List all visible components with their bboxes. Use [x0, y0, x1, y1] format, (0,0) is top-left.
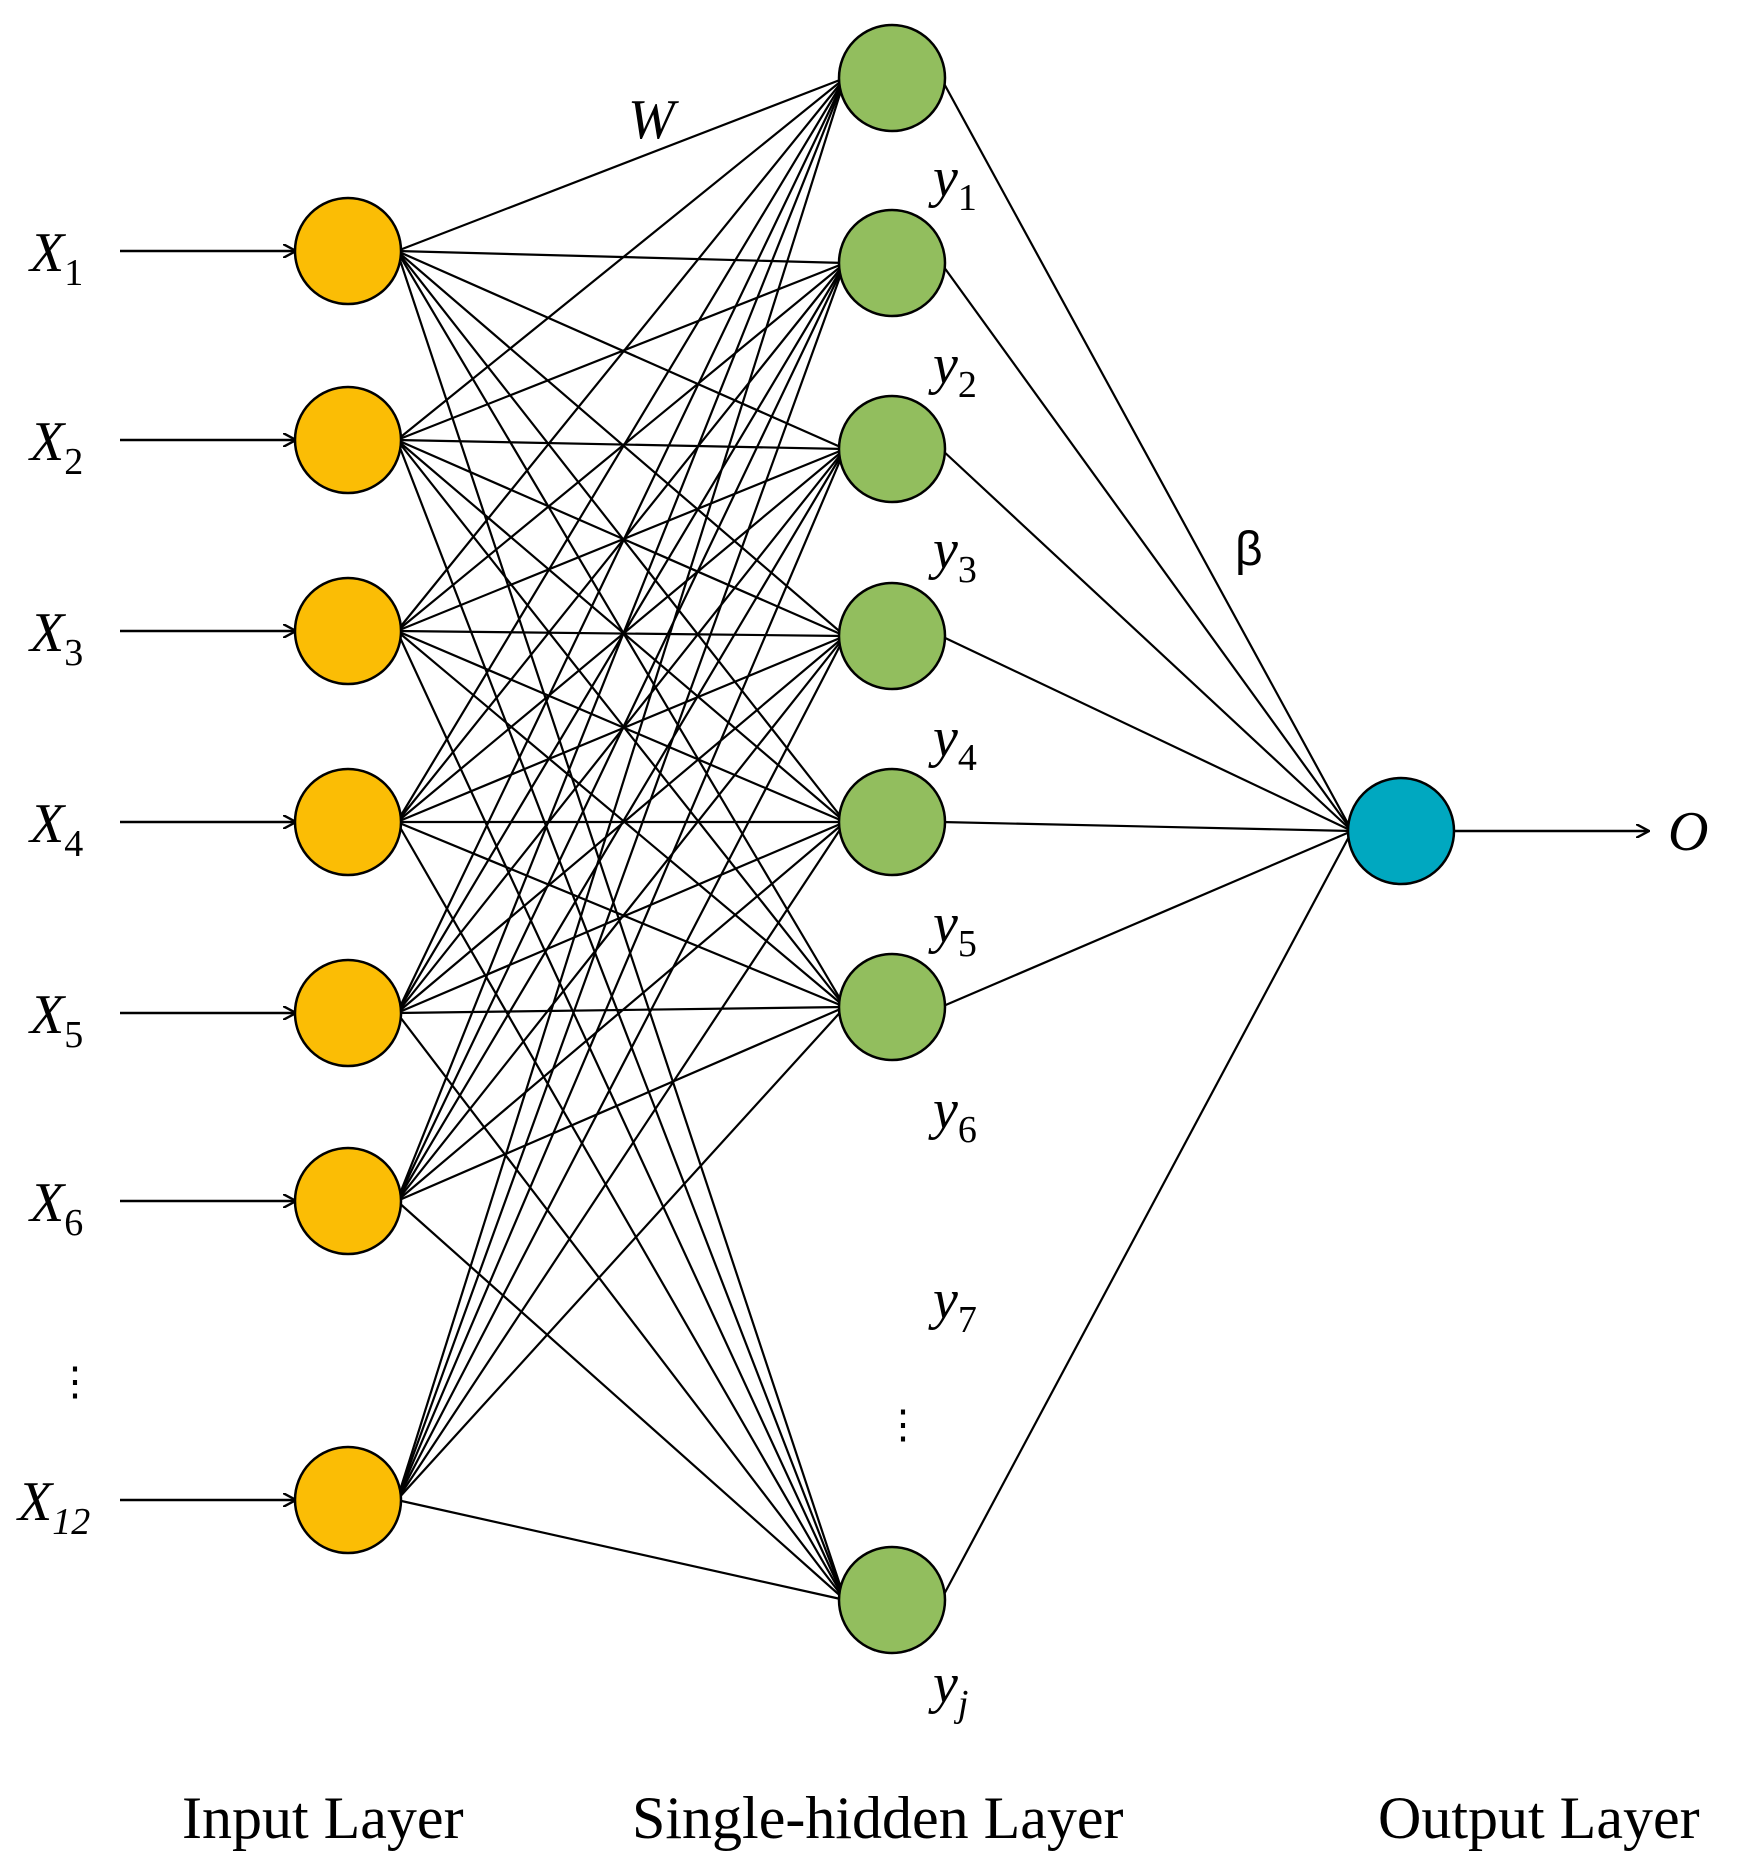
edge-input-3-hidden-4: [396, 629, 846, 638]
edge-hidden-1-output: [940, 77, 1353, 832]
edge-input-6-hidden-2: [396, 262, 846, 1202]
input-node-4: [293, 767, 403, 877]
edge-input-7-hidden-6: [396, 1006, 846, 1501]
input-node-7: [293, 1445, 403, 1555]
edge-hidden-6-output: [940, 829, 1353, 1009]
edge-input-4-hidden-1: [396, 77, 846, 823]
output-label: O: [1668, 801, 1708, 863]
edge-input-1-hidden-6: [396, 250, 846, 1008]
edge-hidden-4-output: [940, 635, 1353, 832]
edge-input-7-hidden-1: [395, 77, 847, 1501]
edge-input-2-hidden-6: [396, 439, 846, 1008]
hidden-layer-label: Single-hidden Layer: [632, 1785, 1124, 1851]
hidden-label-3: y3: [928, 519, 977, 591]
hidden-node-8: [837, 1545, 947, 1655]
edge-input-2-hidden-4: [396, 438, 846, 638]
input-label-2: X2: [28, 411, 83, 483]
output-layer-label: Output Layer: [1378, 1785, 1700, 1851]
input-label-5: X5: [28, 984, 83, 1056]
edge-input-7-hidden-2: [395, 262, 847, 1501]
hidden-node-3: [837, 394, 947, 504]
edge-input-7-hidden-5: [396, 821, 846, 1501]
connection-lines: [395, 76, 1353, 1602]
edge-input-2-hidden-8: [395, 439, 847, 1601]
input-node-2: [293, 385, 403, 495]
hidden-node-1: [837, 23, 947, 133]
edge-input-1-hidden-1: [396, 76, 846, 253]
edge-input-3-hidden-6: [396, 630, 846, 1008]
edge-input-3-hidden-1: [396, 77, 846, 632]
edge-input-1-hidden-3: [396, 249, 846, 451]
input-label-1: X1: [28, 222, 83, 294]
edge-input-6-hidden-5: [396, 821, 846, 1202]
edge-input-3-hidden-3: [396, 447, 846, 633]
edge-input-2-hidden-5: [396, 439, 846, 823]
input-label-6: X6: [28, 1172, 83, 1244]
edge-input-4-hidden-3: [396, 448, 846, 823]
edge-hidden-2-output: [940, 262, 1353, 832]
hidden-label-4: y4: [928, 707, 977, 779]
edge-input-6-hidden-6: [396, 1005, 846, 1203]
edge-input-7-hidden-4: [396, 635, 846, 1501]
edge-input-6-hidden-8: [396, 1200, 846, 1601]
input-label-3: X3: [28, 602, 83, 674]
weight-beta-label: β: [1235, 523, 1263, 576]
edge-input-1-hidden-2: [396, 249, 846, 265]
edge-input-4-hidden-2: [396, 262, 846, 823]
weight-w-label: W: [628, 89, 679, 151]
edge-input-3-hidden-2: [396, 262, 846, 632]
output-node: [1346, 776, 1456, 886]
edge-hidden-8-output: [940, 830, 1353, 1601]
edge-input-4-hidden-6: [396, 820, 846, 1009]
hidden-label-5: y5: [928, 893, 977, 965]
edge-input-7-hidden-3: [395, 448, 847, 1501]
edge-input-6-hidden-4: [396, 635, 846, 1202]
hidden-label-1: y1: [928, 147, 977, 219]
hidden-label-8: yj: [928, 1653, 968, 1725]
edge-input-3-hidden-5: [396, 629, 846, 824]
hidden-node-5: [837, 767, 947, 877]
input-node-6: [293, 1146, 403, 1256]
edge-input-2-hidden-2: [396, 261, 846, 442]
io-arrows: [120, 251, 1648, 1500]
neuron-nodes: [293, 23, 1456, 1655]
input-ellipsis: ⋮: [55, 1360, 95, 1404]
edge-input-6-hidden-1: [395, 77, 847, 1202]
input-node-1: [293, 196, 403, 306]
input-node-3: [293, 576, 403, 686]
edge-input-7-hidden-8: [396, 1498, 846, 1602]
edge-input-2-hidden-3: [396, 438, 846, 451]
edge-input-3-hidden-8: [396, 630, 846, 1601]
hidden-ellipsis: ⋮: [883, 1403, 923, 1447]
hidden-node-6: [837, 952, 947, 1062]
hidden-label-6: y6: [928, 1079, 977, 1151]
hidden-label-7: y7: [928, 1269, 977, 1341]
edge-input-4-hidden-4: [396, 634, 846, 824]
input-node-5: [293, 958, 403, 1068]
edge-input-5-hidden-8: [396, 1012, 846, 1601]
edge-input-1-hidden-5: [396, 250, 846, 823]
edge-input-6-hidden-3: [396, 448, 846, 1202]
input-label-7: X12: [16, 1471, 90, 1543]
edge-input-4-hidden-8: [396, 821, 846, 1601]
input-layer-label: Input Layer: [182, 1785, 464, 1851]
hidden-node-2: [837, 208, 947, 318]
edge-hidden-3-output: [940, 448, 1353, 832]
hidden-label-2: y2: [928, 334, 977, 406]
edge-input-1-hidden-8: [395, 250, 847, 1601]
hidden-node-4: [837, 581, 947, 691]
edge-input-5-hidden-1: [396, 77, 846, 1014]
input-label-4: X4: [28, 793, 83, 865]
edge-hidden-5-output: [940, 820, 1353, 833]
edge-input-2-hidden-1: [396, 77, 846, 441]
